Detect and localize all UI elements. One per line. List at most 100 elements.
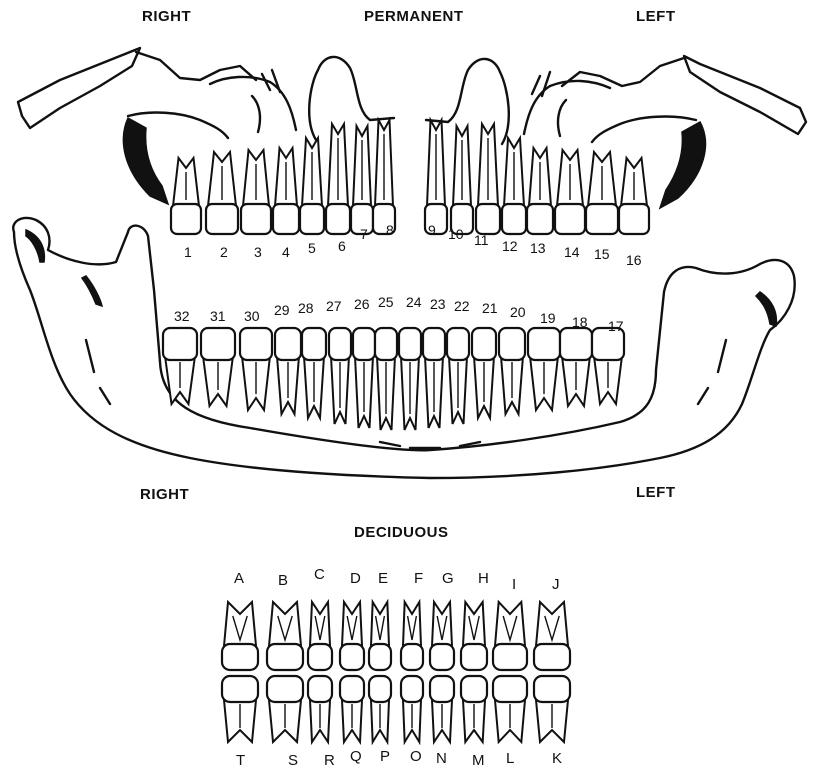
- deciduous-tooth-J: [534, 602, 570, 670]
- deciduous-tooth-K: [534, 676, 570, 742]
- lower-tooth-21: [472, 328, 496, 418]
- upper-tooth-4: [273, 148, 299, 234]
- lower-tooth-29: [275, 328, 301, 414]
- deciduous-tooth-H: [461, 602, 487, 670]
- deciduous-upper-teeth: [222, 602, 570, 670]
- upper-tooth-7: [351, 126, 373, 234]
- lower-tooth-30: [240, 328, 272, 410]
- deciduous-letter-P: P: [380, 748, 390, 765]
- lower-tooth-26: [353, 328, 375, 428]
- upper-tooth-3: [241, 150, 271, 234]
- deciduous-tooth-T: [222, 676, 258, 742]
- deciduous-tooth-B: [267, 602, 303, 670]
- lower-number-29: 29: [274, 302, 290, 318]
- deciduous-tooth-C: [308, 602, 332, 670]
- deciduous-letter-J: J: [552, 576, 560, 593]
- deciduous-letter-H: H: [478, 570, 489, 587]
- lower-tooth-20: [499, 328, 525, 414]
- upper-number-6: 6: [338, 238, 346, 254]
- lower-number-24: 24: [406, 294, 422, 310]
- lower-tooth-27: [329, 328, 351, 424]
- deciduous-tooth-P: [369, 676, 391, 742]
- lower-tooth-17: [592, 328, 624, 404]
- upper-tooth-2: [206, 152, 238, 234]
- upper-number-5: 5: [308, 240, 316, 256]
- lower-number-30: 30: [244, 308, 260, 324]
- lower-number-20: 20: [510, 304, 526, 320]
- lower-tooth-22: [447, 328, 469, 424]
- upper-tooth-10: [451, 126, 473, 234]
- upper-number-7: 7: [360, 226, 368, 242]
- lower-tooth-24: [399, 328, 421, 430]
- upper-number-15: 15: [594, 246, 610, 262]
- deciduous-tooth-F: [401, 602, 423, 670]
- deciduous-letter-N: N: [436, 750, 447, 767]
- deciduous-letter-K: K: [552, 750, 562, 767]
- deciduous-letter-S: S: [288, 752, 298, 769]
- upper-number-16: 16: [626, 252, 642, 268]
- deciduous-tooth-M: [461, 676, 487, 742]
- upper-number-3: 3: [254, 244, 262, 260]
- lower-number-18: 18: [572, 314, 588, 330]
- upper-tooth-6: [326, 124, 350, 234]
- lower-number-28: 28: [298, 300, 314, 316]
- lower-number-26: 26: [354, 296, 370, 312]
- lower-number-31: 31: [210, 308, 226, 324]
- lower-number-23: 23: [430, 296, 446, 312]
- deciduous-letter-D: D: [350, 570, 361, 587]
- deciduous-lower-teeth: [222, 676, 570, 742]
- lower-number-22: 22: [454, 298, 470, 314]
- upper-number-1: 1: [184, 244, 192, 260]
- deciduous-tooth-A: [222, 602, 258, 670]
- deciduous-tooth-O: [401, 676, 423, 742]
- upper-tooth-15: [586, 152, 618, 234]
- lower-tooth-19: [528, 328, 560, 410]
- upper-number-4: 4: [282, 244, 290, 260]
- deciduous-letter-I: I: [512, 576, 516, 593]
- upper-number-12: 12: [502, 238, 518, 254]
- deciduous-tooth-Q: [340, 676, 364, 742]
- upper-number-2: 2: [220, 244, 228, 260]
- upper-tooth-5: [300, 138, 324, 234]
- lower-permanent-teeth: [163, 328, 624, 430]
- deciduous-tooth-S: [267, 676, 303, 742]
- lower-number-32: 32: [174, 308, 190, 324]
- deciduous-letter-B: B: [278, 572, 288, 589]
- deciduous-letter-G: G: [442, 570, 454, 587]
- deciduous-letter-A: A: [234, 570, 244, 587]
- upper-number-11: 11: [474, 232, 489, 248]
- deciduous-tooth-R: [308, 676, 332, 742]
- deciduous-letter-F: F: [414, 570, 423, 587]
- deciduous-tooth-G: [430, 602, 454, 670]
- lower-number-25: 25: [378, 294, 394, 310]
- deciduous-tooth-L: [493, 676, 527, 742]
- upper-number-14: 14: [564, 244, 580, 260]
- upper-number-9: 9: [428, 222, 436, 238]
- upper-number-13: 13: [530, 240, 546, 256]
- deciduous-letter-R: R: [324, 752, 335, 769]
- lower-tooth-32: [163, 328, 197, 404]
- deciduous-letter-C: C: [314, 566, 325, 583]
- upper-tooth-9: [425, 120, 447, 234]
- lower-tooth-18: [560, 328, 592, 406]
- upper-permanent-teeth: [171, 120, 649, 234]
- lower-tooth-28: [302, 328, 326, 418]
- deciduous-tooth-E: [369, 602, 391, 670]
- upper-number-10: 10: [448, 226, 464, 242]
- lower-number-19: 19: [540, 310, 556, 326]
- deciduous-letter-O: O: [410, 748, 422, 765]
- deciduous-tooth-D: [340, 602, 364, 670]
- lower-tooth-25: [375, 328, 397, 430]
- upper-tooth-12: [502, 138, 526, 234]
- deciduous-tooth-N: [430, 676, 454, 742]
- deciduous-letter-Q: Q: [350, 748, 362, 765]
- upper-tooth-14: [555, 150, 585, 234]
- lower-number-21: 21: [482, 300, 498, 316]
- deciduous-tooth-I: [493, 602, 527, 670]
- deciduous-letter-M: M: [472, 752, 485, 769]
- lower-tooth-31: [201, 328, 235, 406]
- upper-tooth-1: [171, 158, 201, 234]
- deciduous-letter-T: T: [236, 752, 245, 769]
- deciduous-letter-E: E: [378, 570, 388, 587]
